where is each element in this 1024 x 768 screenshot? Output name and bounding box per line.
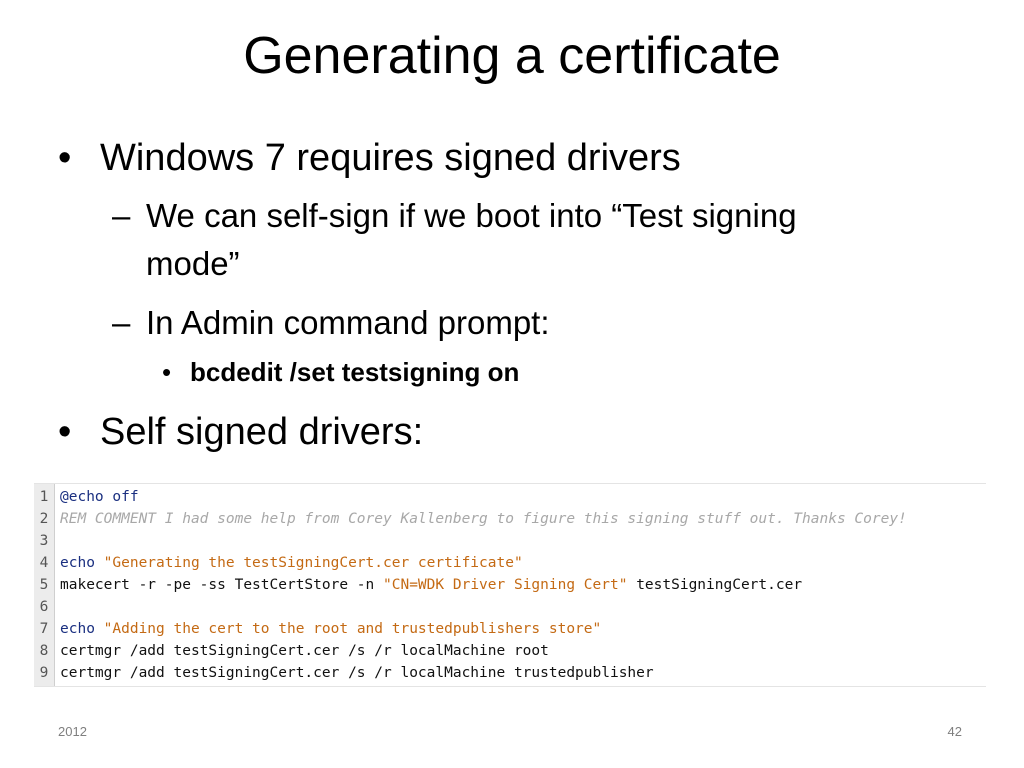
bullet-text: Self signed drivers: [100,411,424,453]
line-number: 6 [39,599,49,615]
line-number: 2 [39,511,49,527]
code-comment: REM COMMENT I had some help from Corey K… [60,511,907,527]
code-line: 4 echo "Generating the testSigningCert.c… [34,552,523,574]
subbullet-text: We can self-sign if we boot into “Test s… [146,197,797,282]
bullet-windows7: • Windows 7 requires signed drivers [58,136,681,180]
code-line: 3 [34,530,60,552]
code-text: certmgr /add testSigningCert.cer /s /r l… [60,665,654,681]
subsubbullet-bcdedit: • bcdedit /set testsigning on [162,355,519,389]
code-string: "Generating the testSigningCert.cer cert… [103,555,523,571]
footer-year: 2012 [58,724,87,739]
line-number: 8 [39,643,49,659]
code-text [54,530,60,552]
line-number: 3 [39,533,49,549]
bullet-self-signed: • Self signed drivers: [58,410,423,454]
command-text: bcdedit /set testsigning on [190,357,520,387]
code-keyword: echo [60,555,95,571]
dash-marker: – [112,197,131,234]
line-number: 5 [39,577,49,593]
code-keyword: echo [60,621,95,637]
code-text [54,596,60,618]
code-text: @echo off [60,489,139,505]
code-text: makecert -r -pe -ss TestCertStore -n [60,577,375,593]
code-line: 7 echo "Adding the cert to the root and … [34,618,602,640]
line-number: 7 [39,621,49,637]
bullet-marker: • [162,357,172,387]
bullet-text: Windows 7 requires signed drivers [100,137,681,179]
subbullet-text: In Admin command prompt: [146,304,550,341]
slide-number: 42 [947,724,962,739]
slide-title: Generating a certificate [243,27,781,85]
code-line: 2 REM COMMENT I had some help from Corey… [34,508,907,530]
code-string: "CN=WDK Driver Signing Cert" [383,577,628,593]
line-number: 9 [39,665,49,681]
subbullet-admin-prompt: – In Admin command prompt: [112,299,932,347]
bullet-marker: • [58,137,72,179]
code-block: 1 @echo off 2 REM COMMENT I had some hel… [34,483,986,687]
code-text: testSigningCert.cer [636,577,803,593]
line-number: 1 [39,489,49,505]
code-line: 8 certmgr /add testSigningCert.cer /s /r… [34,640,549,662]
code-line: 6 [34,596,60,618]
bullet-marker: • [58,411,72,453]
dash-marker: – [112,304,131,341]
code-line: 9 certmgr /add testSigningCert.cer /s /r… [34,662,654,684]
code-string: "Adding the cert to the root and trusted… [103,621,602,637]
subbullet-self-sign: – We can self-sign if we boot into “Test… [112,192,932,288]
code-line: 1 @echo off [34,486,139,508]
line-number: 4 [39,555,49,571]
line-number-gutter [34,484,55,686]
code-line: 5 makecert -r -pe -ss TestCertStore -n "… [34,574,802,596]
code-text: certmgr /add testSigningCert.cer /s /r l… [60,643,549,659]
